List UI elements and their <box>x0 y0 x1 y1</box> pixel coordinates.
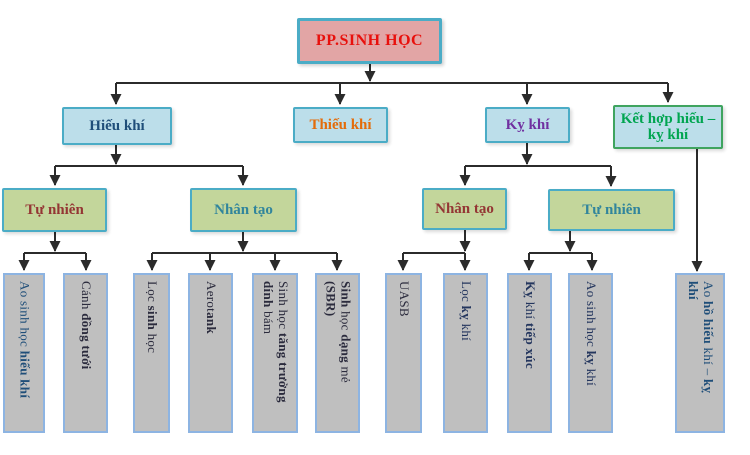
leaf-label: Ao sinh học hiếu khí <box>17 281 33 399</box>
node-thieu-khi: Thiếu khí <box>293 107 388 143</box>
leaf-sinh-hoc-tang-truong-dinh-bam: Sinh học tăng trưởng dính bám <box>252 273 298 433</box>
leaf-ky-khi-tiep-xuc: Kỵ khí tiếp xúc <box>507 273 552 433</box>
leaf-label: Aerotank <box>203 281 219 334</box>
leaf-label: Cánh đồng tưới <box>78 281 94 370</box>
node-hieu-khi-label: Hiếu khí <box>89 117 145 134</box>
node-tu-nhien-1-label: Tự nhiên <box>25 201 84 218</box>
node-nhan-tao-hieu-khi: Nhân tạo <box>190 188 297 232</box>
leaf-label: Sinh học dạng mẻ (SBR) <box>323 281 354 384</box>
leaf-label: Ao sinh học kỵ khí <box>583 281 599 387</box>
leaf-sinh-hoc-dang-me-sbr: Sinh học dạng mẻ (SBR) <box>315 273 360 433</box>
leaf-aerotank: Aerotank <box>188 273 233 433</box>
leaf-ao-sinh-hoc-hieu-khi: Ao sinh học hiếu khí <box>3 273 45 433</box>
leaf-ao-sinh-hoc-ky-khi: Ao sinh học kỵ khí <box>568 273 613 433</box>
node-tu-nhien-ky-khi: Tự nhiên <box>548 189 675 231</box>
leaf-label: Ao hồ hiếu khí – kỵ khí <box>686 281 716 394</box>
leaf-ao-ho-hieu-khi-ky-khi: Ao hồ hiếu khí – kỵ khí <box>675 273 725 433</box>
node-ky-khi: Kỵ khí <box>485 107 570 143</box>
leaf-label: Sinh học tăng trưởng dính bám <box>261 281 291 403</box>
leaf-uasb: UASB <box>385 273 422 433</box>
leaf-label: Kỵ khí tiếp xúc <box>522 281 538 369</box>
node-nhan-tao-1-label: Nhân tạo <box>214 201 273 218</box>
node-hieu-khi: Hiếu khí <box>62 107 172 145</box>
node-tu-nhien-hieu-khi: Tự nhiên <box>2 188 107 232</box>
leaf-canh-dong-tuoi: Cánh đồng tưới <box>63 273 108 433</box>
node-thieu-khi-label: Thiếu khí <box>309 116 372 133</box>
node-pp-sinh-hoc: PP.SINH HỌC <box>297 18 442 64</box>
node-ket-hop-label: Kết hợp hiếu – kỵ khí <box>620 110 716 144</box>
leaf-label: UASB <box>396 281 412 317</box>
node-tu-nhien-2-label: Tự nhiên <box>582 201 641 218</box>
node-ket-hop-hieu-ky-khi: Kết hợp hiếu – kỵ khí <box>613 105 723 149</box>
node-nhan-tao-2-label: Nhân tạo <box>435 200 494 217</box>
leaf-label: Lọc sinh học <box>144 281 160 354</box>
leaf-loc-sinh-hoc: Lọc sinh học <box>133 273 170 433</box>
leaf-label: Lọc kỵ khí <box>458 281 474 342</box>
leaf-loc-ky-khi: Lọc kỵ khí <box>443 273 488 433</box>
node-ky-khi-label: Kỵ khí <box>505 116 550 133</box>
node-nhan-tao-ky-khi: Nhân tạo <box>422 188 507 230</box>
node-pp-sinh-hoc-label: PP.SINH HỌC <box>315 32 424 49</box>
